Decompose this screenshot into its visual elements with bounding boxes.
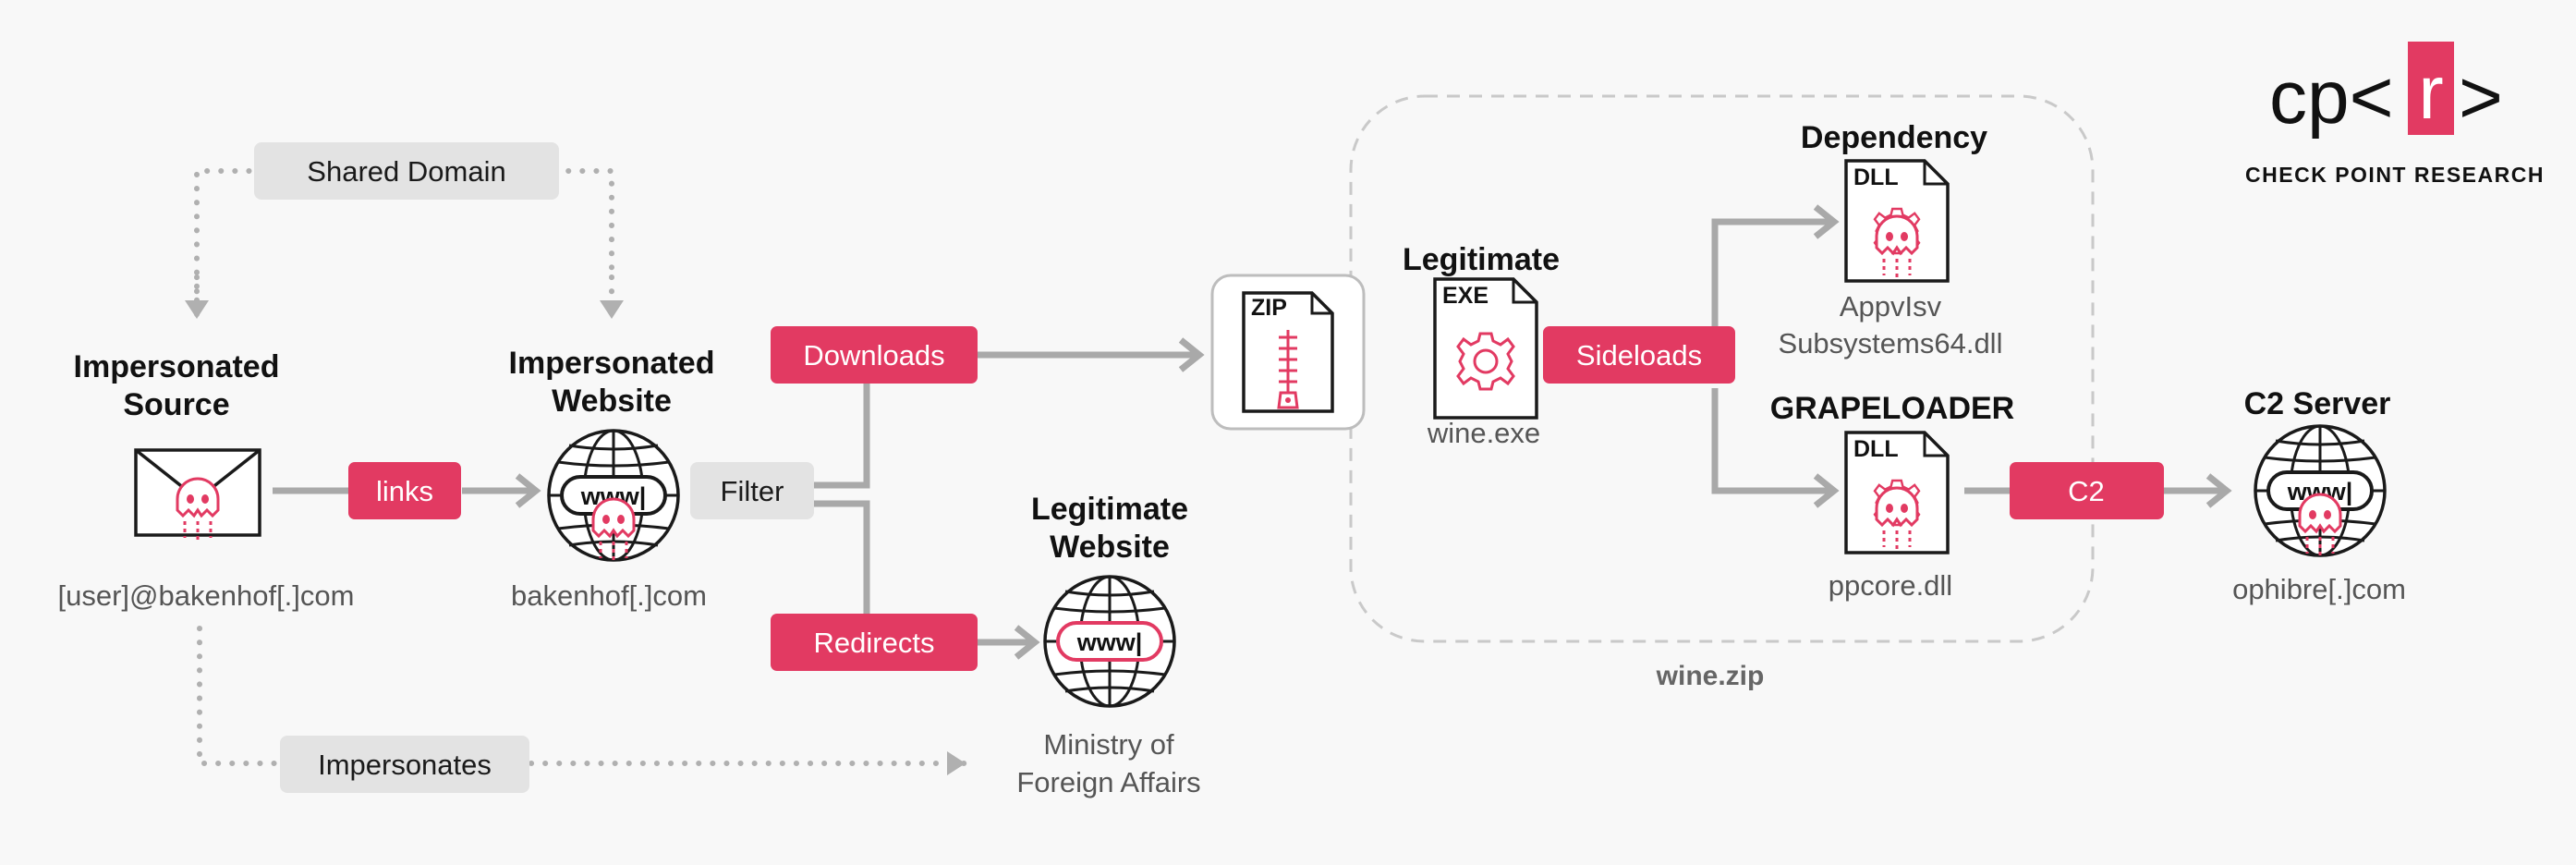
zip-file-icon: ZIP <box>1242 291 1334 413</box>
impersonated-website-node: Impersonated Website www| bakenhof[.]com <box>509 346 715 612</box>
exe-caption: wine.exe <box>1427 417 1540 449</box>
logo-mark-highlight <box>2408 42 2454 135</box>
grapeloader-node: GRAPELOADER DLL ppcore.dll <box>1770 391 2014 602</box>
c2-caption: ophibre[.]com <box>2232 573 2406 605</box>
legit-title-line1: Legitimate <box>1031 492 1188 527</box>
website-title-line1: Impersonated <box>509 346 715 381</box>
sideloads-button-label: Sideloads <box>1576 339 1702 372</box>
source-title-line2: Source <box>123 387 229 422</box>
redirects-button-label: Redirects <box>814 627 935 659</box>
website-caption: bakenhof[.]com <box>511 579 707 612</box>
redirects-button: Redirects <box>771 614 978 671</box>
impersonated-source-node: Impersonated Source [user]@bakenhof[.]co… <box>58 349 355 612</box>
dependency-caption-line2: Subsystems64.dll <box>1779 327 2003 359</box>
envelope-ghost-icon <box>134 448 261 543</box>
impersonates-tag: Impersonates <box>280 736 529 793</box>
c2-button: C2 <box>2010 462 2164 519</box>
c2-button-label: C2 <box>2068 475 2105 507</box>
logo-subtitle: CHECK POINT RESEARCH <box>2245 163 2545 187</box>
logo-mark-suffix: > <box>2459 55 2503 140</box>
source-caption: [user]@bakenhof[.]com <box>58 579 355 612</box>
dependency-caption-line1: AppvIsv <box>1840 290 1942 323</box>
wine-zip-label: wine.zip <box>1656 661 1765 691</box>
dll-ghost-icon: DLL <box>1844 159 1950 283</box>
connectors <box>185 168 2232 775</box>
links-button: links <box>348 462 461 519</box>
filter-up-line <box>813 383 870 489</box>
impersonates-connector-left <box>197 626 280 766</box>
shared-domain-right-connector <box>538 168 614 280</box>
globe-icon: www| <box>1043 575 1176 708</box>
exe-title: Legitimate <box>1403 242 1560 277</box>
source-title-line1: Impersonated <box>74 349 280 384</box>
legit-title-line2: Website <box>1050 530 1170 565</box>
grapeloader-title: GRAPELOADER <box>1770 391 2014 426</box>
legit-globe-text: www| <box>1076 628 1143 656</box>
dll-ghost-icon: DLL <box>1844 431 1950 554</box>
grapeloader-caption: ppcore.dll <box>1829 569 1952 602</box>
zip-node: ZIP <box>1210 274 1366 431</box>
legitimate-website-node: Legitimate Website www| Ministry of Fore… <box>1016 492 1200 798</box>
shared-domain-tag: Shared Domain <box>254 142 559 200</box>
filter-tag-text: Filter <box>721 475 784 507</box>
dependency-file-label: DLL <box>1853 164 1899 190</box>
legitimate-exe-node: Legitimate EXE wine.exe <box>1403 242 1560 449</box>
dependency-node: Dependency DLL AppvIsv Subsystems64.dll <box>1779 120 2003 359</box>
dependency-title: Dependency <box>1801 120 1987 155</box>
c2-title: C2 Server <box>2244 386 2391 421</box>
gear-file-icon: EXE <box>1433 277 1538 420</box>
globe-ghost-icon: www| <box>2254 424 2387 559</box>
impersonates-tag-text: Impersonates <box>318 749 492 781</box>
legit-caption-line2: Foreign Affairs <box>1016 766 1200 798</box>
sideloads-to-grapeloader-arrow <box>1711 388 1840 508</box>
shared-domain-left-connector <box>194 168 280 317</box>
downloads-button-label: Downloads <box>803 339 944 372</box>
links-button-label: links <box>376 475 433 507</box>
check-point-research-logo: cp< r > CHECK POINT RESEARCH <box>2245 42 2545 187</box>
grapeloader-file-label: DLL <box>1853 436 1899 462</box>
filter-tag: Filter <box>690 462 814 519</box>
website-title-line2: Website <box>552 384 672 419</box>
c2-server-node: C2 Server www| ophibre[.]com <box>2232 386 2406 605</box>
legit-caption-line1: Ministry of <box>1043 728 1174 761</box>
exe-file-label: EXE <box>1442 283 1488 309</box>
sideloads-button: Sideloads <box>1543 326 1735 384</box>
filter-down-line <box>813 500 870 615</box>
logo-mark-letter: r <box>2418 51 2443 135</box>
downloads-button: Downloads <box>771 326 978 384</box>
zip-file-label: ZIP <box>1251 295 1287 321</box>
logo-mark-prefix: cp< <box>2269 55 2394 140</box>
shared-domain-tag-text: Shared Domain <box>307 155 505 188</box>
globe-ghost-icon: www| <box>547 429 680 564</box>
